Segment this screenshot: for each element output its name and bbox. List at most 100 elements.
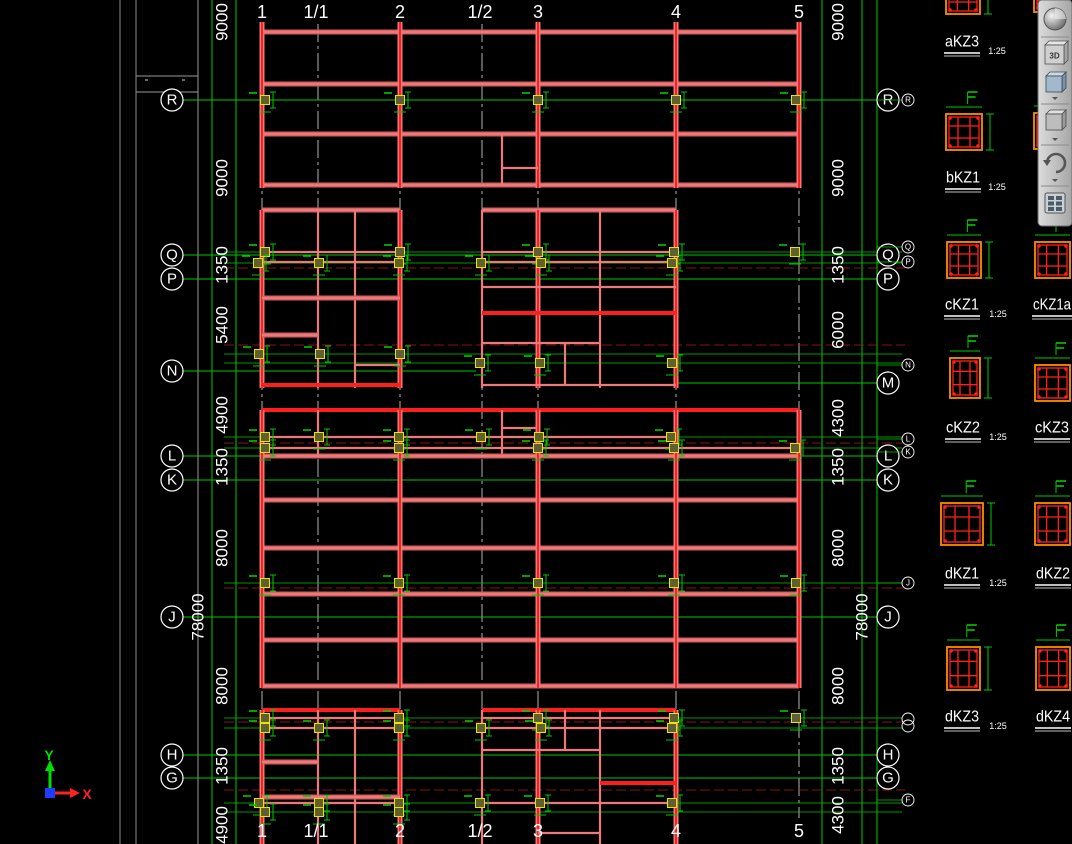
column-square	[260, 95, 270, 105]
column-square	[533, 247, 543, 257]
row-axis-bubble-small	[901, 255, 915, 269]
column-axis-label-bottom: 3	[533, 821, 543, 841]
row-axis-label-right: P	[883, 271, 893, 288]
column-square	[475, 358, 485, 368]
rebar-bar	[1037, 539, 1041, 543]
column-axis-label-bottom: 1/2	[467, 821, 492, 841]
view-3d-icon[interactable]: 3D	[1044, 40, 1069, 65]
column	[522, 439, 549, 461]
rebar-bar	[952, 360, 956, 364]
column-square	[669, 247, 679, 257]
column-square	[534, 432, 544, 442]
column-square	[535, 798, 545, 808]
view-box-icon[interactable]	[1045, 109, 1067, 141]
column-square	[790, 247, 800, 257]
rebar-bar	[1064, 505, 1068, 509]
row-axis-bubble	[876, 243, 900, 267]
column-square	[394, 258, 404, 268]
steering-wheel-wedge	[1055, 8, 1066, 19]
dimension-text-right: 4300	[829, 796, 848, 834]
rebar-bar	[975, 244, 979, 248]
dimension-text-left: 8000	[213, 667, 232, 705]
rebar-bar	[1037, 505, 1041, 509]
navigation-bar[interactable]: 3D	[1037, 0, 1072, 227]
stirrup	[948, 0, 978, 12]
column-square	[314, 258, 324, 268]
column-square	[394, 798, 404, 808]
column	[383, 574, 410, 596]
column-square	[394, 713, 404, 723]
stirrup	[1037, 367, 1068, 399]
rebar-bar	[974, 649, 978, 653]
row-axis-label-right: Q	[882, 247, 894, 264]
row-axis-bubble	[160, 359, 184, 383]
column-square	[790, 443, 800, 453]
column-square	[260, 723, 270, 733]
column-section-ckz1a: cKZ1a	[1032, 219, 1072, 320]
column	[525, 719, 552, 741]
section-label: cKZ2	[946, 420, 980, 437]
rebar-bar	[977, 539, 981, 543]
column	[779, 439, 806, 461]
column	[249, 803, 276, 825]
rebar-bar	[1064, 684, 1068, 688]
column-square	[476, 723, 486, 733]
column-axis-label-bottom: 2	[395, 821, 405, 841]
rebar-bar	[1037, 367, 1041, 371]
row-axis-label-small: Q	[905, 243, 911, 252]
viewcube-icon[interactable]	[1045, 71, 1067, 100]
row-axis-label-right: G	[882, 770, 894, 787]
section-scale: 1:25	[989, 309, 1007, 319]
column-square	[533, 713, 543, 723]
rebar-bar	[952, 392, 956, 396]
steering-wheel-icon[interactable]	[1043, 7, 1067, 31]
dimension-text-right: 1350	[829, 246, 848, 284]
dimension-total-right: 78000	[853, 593, 872, 640]
column	[304, 345, 331, 367]
column-square	[476, 258, 486, 268]
section-label: dKZ1	[945, 566, 979, 583]
chevron-down-icon	[1052, 97, 1058, 100]
row-axis-bubble	[160, 468, 184, 492]
stirrup	[1037, 244, 1068, 276]
row-axis-bubble	[876, 371, 900, 395]
column	[524, 354, 551, 376]
row-axis-label-small: J	[906, 579, 910, 588]
dimension-text-left: 9000	[213, 3, 232, 41]
row-axis-bubble	[876, 444, 900, 468]
row-axis-label-small: N	[905, 361, 911, 370]
rebar-bar	[1037, 395, 1041, 399]
section-label: cKZ3	[1035, 420, 1069, 437]
column-square	[314, 798, 324, 808]
rebar-bar	[974, 360, 978, 364]
row-axis-bubble	[160, 766, 184, 790]
column-square	[667, 723, 677, 733]
orbit-icon[interactable]	[1043, 152, 1067, 182]
dimension-text-right: 1350	[829, 747, 848, 785]
column-square	[253, 258, 263, 268]
column	[243, 345, 270, 367]
stirrup	[949, 244, 979, 276]
section-label: dKZ4	[1036, 709, 1070, 726]
rebar-bar	[1037, 272, 1041, 276]
column	[522, 91, 549, 113]
column	[656, 719, 683, 741]
section-outline	[946, 241, 982, 279]
dimension-text-right: 8000	[829, 529, 848, 567]
row-axis-bubble	[160, 605, 184, 629]
dimension-text-right: 9000	[829, 159, 848, 197]
showmotion-cell	[1056, 201, 1062, 206]
showmotion-icon[interactable]	[1044, 192, 1066, 214]
rebar-bar	[977, 505, 981, 509]
column-axis-label-top: 2	[395, 2, 405, 22]
dimension-text-left: 1350	[213, 246, 232, 284]
row-axis-bubble	[160, 88, 184, 112]
column-square	[536, 723, 546, 733]
row-axis-bubble	[160, 743, 184, 767]
row-axis-bubble	[876, 743, 900, 767]
ucs-x-label: X	[82, 786, 92, 802]
row-axis-label-right: M	[882, 375, 895, 392]
